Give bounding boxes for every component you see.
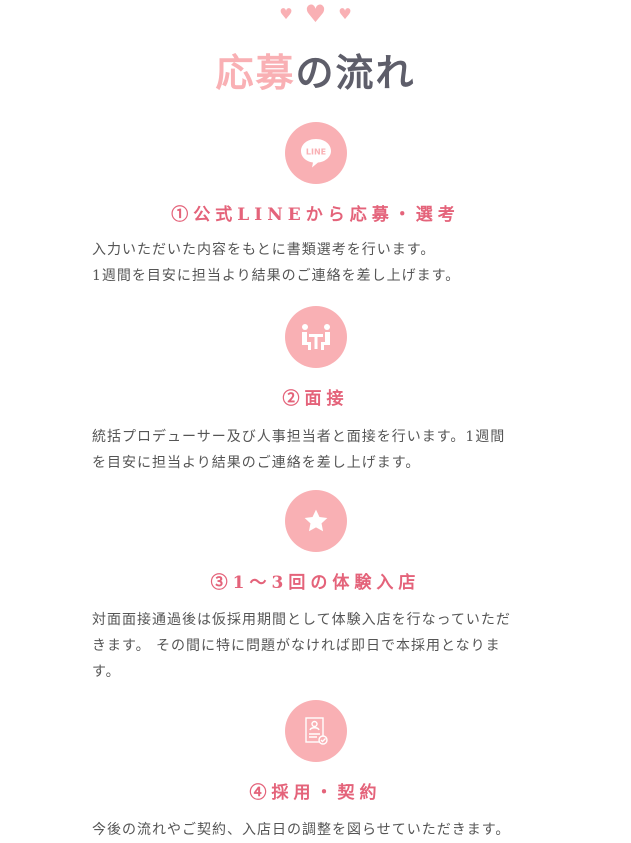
interview-icon bbox=[285, 306, 347, 368]
heart-icon: ♥ bbox=[304, 0, 327, 28]
step-description: 対面面接通過後は仮採用期間として体験入店を行なっていただきます。 その間に特に問… bbox=[92, 612, 511, 680]
step-description: 入力いただいた内容をもとに書類選考を行います。1週間を目安に担当より結果のご連絡… bbox=[92, 242, 461, 284]
page-title: 応募の流れ bbox=[215, 50, 416, 95]
star-icon bbox=[285, 490, 347, 552]
hearts-decoration: ♥ ♥ ♥ bbox=[0, 2, 631, 26]
heart-icon: ♥ bbox=[279, 4, 293, 23]
contract-icon bbox=[285, 700, 347, 762]
line-icon: LINE bbox=[285, 122, 347, 184]
heart-icon: ♥ bbox=[338, 4, 352, 23]
step-heading: ①公式LINEから応募・選考 bbox=[171, 205, 460, 225]
step-heading: ④採用・契約 bbox=[249, 783, 382, 803]
step-heading: ②面接 bbox=[282, 389, 349, 409]
step-description: 今後の流れやご契約、入店日の調整を図らせていただきます。 bbox=[92, 822, 511, 838]
svg-text:LINE: LINE bbox=[306, 148, 326, 157]
step-heading: ③1〜3回の体験入店 bbox=[210, 573, 421, 593]
step-description: 統括プロデューサー及び人事担当者と面接を行います。1週間を目安に担当より結果のご… bbox=[92, 429, 506, 471]
